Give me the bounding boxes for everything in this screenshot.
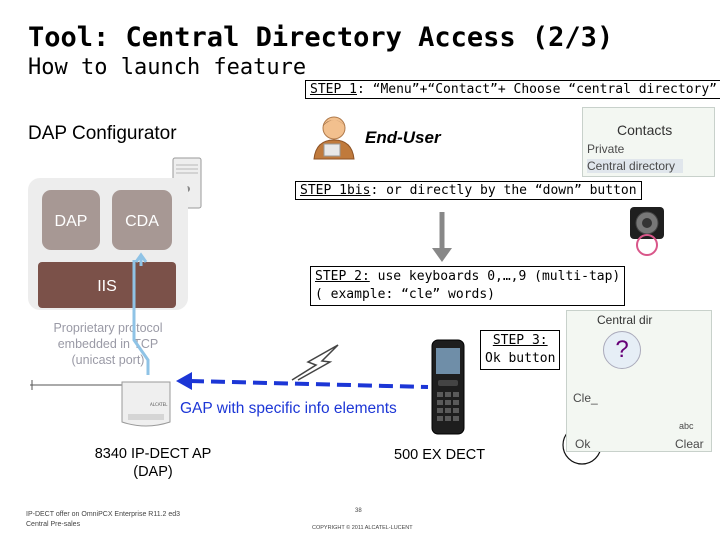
- down-arrow-head: [432, 248, 452, 262]
- nav-down-key-icon[interactable]: [628, 205, 666, 257]
- radio-lightning-icon: [291, 344, 339, 381]
- page-title: Tool: Central Directory Access (2/3): [28, 22, 614, 53]
- step1bis-text: : or directly by the “down” button: [370, 183, 637, 198]
- dap-configurator-label: DAP Configurator: [28, 123, 177, 144]
- central-dir-input[interactable]: Cle_: [573, 391, 598, 405]
- footer-left: IP-DECT offer on OmniPCX Enterprise R11.…: [26, 511, 181, 528]
- input-mode: abc: [679, 421, 694, 431]
- step2-label: STEP 2:: [315, 269, 370, 284]
- step1-label: STEP 1: [310, 82, 357, 97]
- softkey-ok[interactable]: Ok: [575, 437, 591, 451]
- access-point-icon: ALCATEL: [121, 381, 171, 427]
- step3-line2: Ok button: [485, 351, 556, 366]
- page-number: 38: [355, 508, 362, 514]
- central-dir-screen: Central dir ? Cle_ abc Ok Clear: [566, 310, 712, 452]
- gap-label: GAP with specific info elements: [180, 400, 397, 417]
- dap-box: DAP: [42, 190, 100, 250]
- cda-link-line: [132, 260, 150, 375]
- gap-dashed-line: [189, 379, 429, 389]
- step1-text: : “Menu”+“Contact”+ Choose “central dire…: [356, 82, 717, 97]
- page-subtitle: How to launch feature: [28, 55, 307, 80]
- enduser-label: End-User: [365, 128, 441, 147]
- step2-line1: use keyboards 0,…,9 (multi-tap): [369, 269, 621, 284]
- enduser-icon: [313, 116, 355, 160]
- contacts-item-private[interactable]: Private: [587, 142, 625, 156]
- gap-arrow-head: [176, 372, 192, 390]
- cda-link-arrow: [134, 252, 148, 266]
- step2-box: STEP 2: use keyboards 0,…,9 (multi-tap) …: [310, 266, 626, 306]
- cda-box: CDA: [112, 190, 172, 250]
- contacts-title: Contacts: [617, 122, 673, 138]
- dect-handset-icon: [431, 339, 465, 435]
- dect-label: 500 EX DECT: [394, 447, 486, 463]
- step1-box: STEP 1: “Menu”+“Contact”+ Choose “centra…: [305, 80, 720, 99]
- softkey-clear[interactable]: Clear: [675, 437, 704, 451]
- step2-line2: ( example: “cle” words): [315, 287, 496, 302]
- copyright: COPYRIGHT © 2011 ALCATEL-LUCENT: [312, 525, 413, 531]
- iis-box: IIS: [38, 262, 176, 308]
- step3-box: STEP 3: Ok button: [480, 330, 561, 370]
- step1bis-box: STEP 1bis: or directly by the “down” but…: [295, 181, 642, 200]
- step1bis-label: STEP 1bis: [300, 183, 371, 198]
- contacts-item-central-directory[interactable]: Central directory: [587, 159, 684, 173]
- svg-text:ALCATEL: ALCATEL: [150, 402, 168, 407]
- access-point-label: 8340 IP-DECT AP (DAP): [94, 446, 212, 480]
- query-icon: ?: [603, 331, 641, 369]
- contacts-screen: Contacts Private Central directory: [582, 107, 715, 177]
- central-dir-title: Central dir: [597, 313, 653, 327]
- step3-label: STEP 3:: [492, 333, 548, 348]
